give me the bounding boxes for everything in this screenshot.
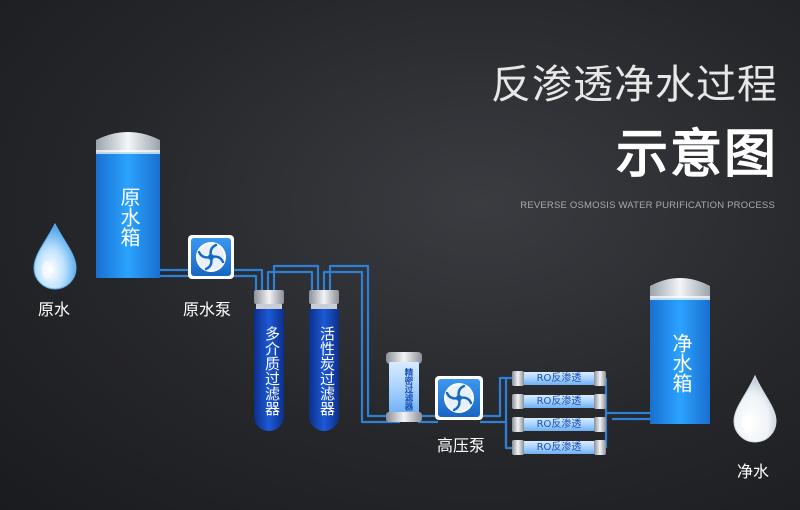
drop-highlight: [742, 414, 752, 432]
carbon-filter-label: 活性炭过滤器: [318, 326, 336, 416]
pure-water-label: 净水: [737, 462, 770, 481]
raw-water-tank: [96, 132, 160, 278]
raw-tank-label: 原水箱: [117, 187, 141, 247]
pipe-pump-to-filters: [232, 268, 264, 290]
pipe-hpp-to-ro-2: [480, 420, 514, 450]
pipe-filter1-to-filter2-2: [266, 270, 314, 290]
raw-water-drop-icon: [33, 222, 77, 290]
high-pressure-pump-label: 高压泵: [437, 436, 486, 455]
pure-water-tank: [650, 278, 710, 424]
ro-membrane-1: [512, 371, 606, 386]
pipe-pump-to-filters-2: [232, 274, 258, 290]
raw-water-label: 原水: [38, 300, 71, 319]
pipes: [160, 264, 655, 450]
ro-membrane-3: [512, 417, 606, 432]
precision-filter: [386, 352, 422, 422]
pipe-filter2-out-2: [322, 270, 400, 424]
pipe-filter2-out: [328, 264, 400, 418]
page-title-emphasis: 示意图: [615, 125, 778, 185]
raw-pump-label: 原水泵: [183, 300, 232, 319]
drop-highlight: [42, 261, 52, 279]
ro-membrane-4: [512, 440, 606, 455]
ro-label-3: RO反渗透: [536, 419, 582, 430]
pure-water-drop-icon: [733, 374, 777, 443]
page-title: 反渗透净水过程: [491, 62, 778, 108]
multi-media-filter-label: 多介质过滤器: [263, 326, 281, 416]
ro-label-1: RO反渗透: [536, 373, 582, 384]
pipe-hpp-to-ro: [480, 376, 514, 418]
multi-media-filter: [254, 290, 284, 431]
precision-filter-label: 精密过滤器: [403, 367, 413, 411]
ro-label-2: RO反渗透: [536, 396, 582, 407]
page-subtitle: REVERSE OSMOSIS WATER PURIFICATION PROCE…: [520, 200, 775, 211]
ro-membrane-2: [512, 394, 606, 409]
activated-carbon-filter: [309, 290, 339, 431]
ro-membrane-bank: [512, 371, 606, 455]
pure-tank-label: 净水箱: [669, 333, 693, 393]
ro-label-4: RO反渗透: [536, 442, 582, 453]
pipe-filter1-to-filter2: [272, 264, 320, 290]
high-pressure-pump-icon: [435, 376, 483, 420]
raw-water-pump-icon: [188, 235, 234, 279]
